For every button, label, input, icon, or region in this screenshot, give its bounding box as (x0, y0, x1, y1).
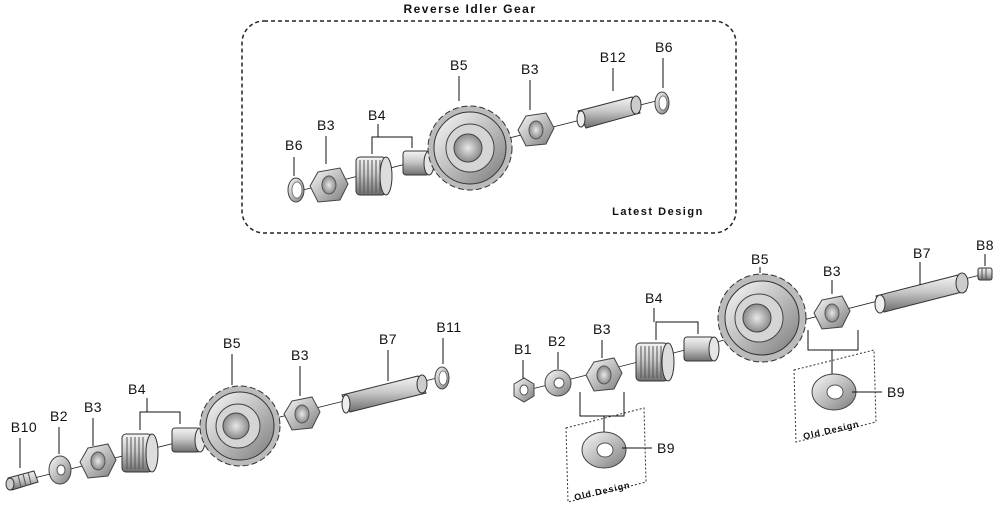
label-right-b1: B1 (514, 341, 532, 357)
top-b6-snap-ring-right (654, 91, 670, 115)
label-left-b5: B5 (223, 335, 241, 351)
label-right-b8: B8 (976, 237, 994, 253)
top-b3-thrust-washer (309, 167, 349, 203)
left-b5-gear (199, 385, 281, 467)
left-b4-needle-bearing (121, 433, 159, 473)
label-left-b4: B4 (128, 381, 146, 397)
label-left-b10: B10 (11, 419, 37, 435)
label-top-b4: B4 (368, 107, 386, 123)
top-leader-lines (293, 58, 664, 176)
label-right-b9-left: B9 (657, 440, 675, 456)
old-design-box-left: Old Design (565, 407, 647, 503)
label-top-b3-right: B3 (521, 61, 539, 77)
latest-design-caption: Latest Design (612, 206, 704, 218)
right-leader-lines (522, 254, 986, 449)
label-right-b9-right: B9 (887, 384, 905, 400)
right-b4-sleeve (683, 336, 720, 362)
label-left-b11: B11 (436, 319, 461, 335)
old-design-caption-left: Old Design (573, 480, 631, 503)
label-right-b5: B5 (751, 251, 769, 267)
label-right-b2: B2 (548, 333, 566, 349)
label-right-b4: B4 (645, 290, 663, 306)
label-right-b3-right: B3 (823, 263, 841, 279)
right-b1-nut (513, 377, 535, 403)
label-top-b5: B5 (450, 57, 468, 73)
left-b11-snap-ring (434, 366, 450, 390)
latest-design-frame (241, 20, 737, 234)
top-b3-thrust-washer-right (517, 112, 555, 147)
right-b7-shaft (874, 272, 969, 314)
top-b5-idler-gear (427, 105, 513, 191)
top-b6-snap-ring (287, 177, 305, 203)
top-b12-idler-shaft (576, 95, 642, 129)
left-b3-thrust-washer-right (283, 396, 321, 431)
right-b8-plug (977, 267, 993, 281)
label-left-b2: B2 (50, 408, 68, 424)
label-top-b12: B12 (600, 49, 626, 65)
label-top-b3-left: B3 (317, 117, 335, 133)
old-design-caption-right: Old Design (802, 419, 860, 442)
right-b5-gear (717, 273, 807, 363)
diagram-title: Reverse Idler Gear (403, 2, 536, 16)
label-left-b7: B7 (379, 331, 397, 347)
right-b2-washer (544, 369, 572, 397)
label-right-b3: B3 (593, 321, 611, 337)
left-b10-bolt (5, 470, 39, 491)
label-left-b3-right: B3 (291, 347, 309, 363)
left-b3-thrust-washer (79, 443, 117, 479)
top-b4-needle-bearing (355, 156, 393, 196)
left-b7-shaft (341, 374, 428, 414)
right-b4-needle-bearing (635, 342, 675, 382)
left-leader-lines (19, 338, 444, 468)
label-top-b6-left: B6 (285, 137, 303, 153)
label-left-b3: B3 (84, 399, 102, 415)
old-design-box-right: Old Design (793, 349, 877, 443)
label-right-b7: B7 (913, 245, 931, 261)
label-top-b6-right: B6 (655, 39, 673, 55)
right-b3-thrust-washer-right (813, 295, 851, 330)
left-b2-washer (48, 455, 72, 485)
right-b3-thrust-washer (585, 357, 623, 392)
